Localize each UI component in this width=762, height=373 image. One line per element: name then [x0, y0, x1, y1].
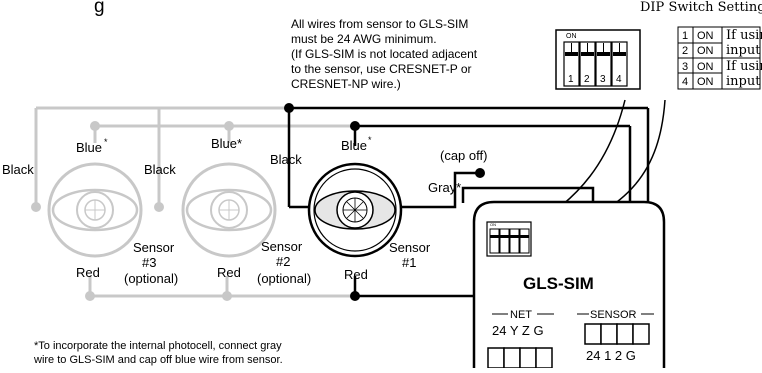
svg-text:4: 4: [682, 76, 688, 88]
sensor-1: [307, 162, 403, 258]
sensor2-opt: (optional): [257, 271, 311, 286]
svg-text:1: 1: [682, 30, 688, 42]
net-terminals: 24 Y Z G: [492, 323, 544, 338]
svg-text:2: 2: [584, 74, 590, 85]
svg-text:2: 2: [682, 45, 688, 57]
dip-settings: DIP Switch Settings 1 2 3 4 ON ON ON ON …: [640, 0, 762, 90]
svg-text:ON: ON: [697, 30, 714, 42]
footnote: *To incorporate the internal photocell, …: [33, 340, 283, 366]
sensor2-num: #2: [276, 254, 290, 269]
wiring-note: All wires from sensor to GLS-SIM must be…: [291, 17, 478, 91]
svg-text:to the sensor, use CRESNET-P o: to the sensor, use CRESNET-P or: [291, 62, 472, 76]
dip-heading: DIP Switch Settings: [640, 0, 762, 15]
svg-text:must be 24 AWG minimum.: must be 24 AWG minimum.: [291, 32, 437, 46]
dip-switch-large: ON 1 2 3 4: [555, 29, 641, 90]
svg-text:All wires from sensor to GLS-S: All wires from sensor to GLS-SIM: [291, 17, 468, 31]
sensor-3: [47, 162, 143, 258]
sensor1-num: #1: [402, 255, 416, 270]
sensor1-red-label: Red: [344, 267, 368, 282]
sensor1-blue-asterisk: *: [368, 135, 372, 145]
sensor-2: [181, 162, 277, 258]
svg-text:wire to GLS-SIM and cap off bl: wire to GLS-SIM and cap off blue wire fr…: [33, 354, 283, 366]
sensor2-name: Sensor: [261, 239, 303, 254]
svg-text:ON: ON: [697, 61, 714, 73]
sensor3-num: #3: [142, 255, 156, 270]
sensor3-red-label: Red: [76, 265, 100, 280]
sensor3-black-label: Black: [2, 162, 34, 177]
sensor1-gray-label: Gray*: [428, 180, 461, 195]
svg-text:1: 1: [568, 74, 574, 85]
sensor-labels: Black Blue * Sensor #3 (optional) Red Bl…: [2, 135, 487, 286]
sensor1-black-label: Black: [270, 152, 302, 167]
svg-text:3: 3: [682, 61, 688, 73]
sensor3-blue-label: Blue: [76, 140, 102, 155]
svg-text:(If GLS-SIM is not located adj: (If GLS-SIM is not located adjacent: [291, 47, 478, 61]
sensor-terminals: 24 1 2 G: [586, 348, 636, 363]
sensor3-blue-asterisk: *: [104, 137, 108, 147]
svg-text:*To incorporate the internal p: *To incorporate the internal photocell, …: [34, 340, 282, 352]
sensor2-black-label: Black: [144, 162, 176, 177]
svg-text:CRESNET-NP wire.): CRESNET-NP wire.): [291, 77, 401, 91]
gray-wire-dots: [31, 121, 234, 301]
net-label: NET: [510, 309, 532, 321]
module-name: GLS-SIM: [523, 274, 594, 293]
black-wire-dots: [284, 103, 485, 301]
sensor-label: SENSOR: [590, 309, 637, 321]
svg-text:ON: ON: [697, 76, 714, 88]
sensor1-cap-label: (cap off): [440, 148, 487, 163]
sensor1-blue-label: Blue: [341, 138, 367, 153]
svg-text:4: 4: [616, 74, 622, 85]
sensor2-red-label: Red: [217, 265, 241, 280]
dip-switch-on-label: ON: [566, 33, 577, 40]
svg-text:If using: If using: [726, 28, 762, 43]
svg-text:3: 3: [600, 74, 606, 85]
svg-text:ON: ON: [490, 222, 496, 227]
svg-text:input 1: input 1: [726, 43, 762, 58]
title-fragment: g: [94, 0, 105, 17]
sensor3-name: Sensor: [133, 240, 175, 255]
sensor1-name: Sensor: [389, 240, 431, 255]
sensor2-blue-label: Blue*: [211, 136, 242, 151]
svg-text:ON: ON: [697, 45, 714, 57]
svg-text:input 2: input 2: [726, 74, 762, 89]
sensor3-opt: (optional): [124, 271, 178, 286]
svg-text:If using: If using: [726, 59, 762, 74]
gls-sim-module: ON GLS-SIM NET 24 Y Z G SENSOR: [472, 200, 666, 369]
